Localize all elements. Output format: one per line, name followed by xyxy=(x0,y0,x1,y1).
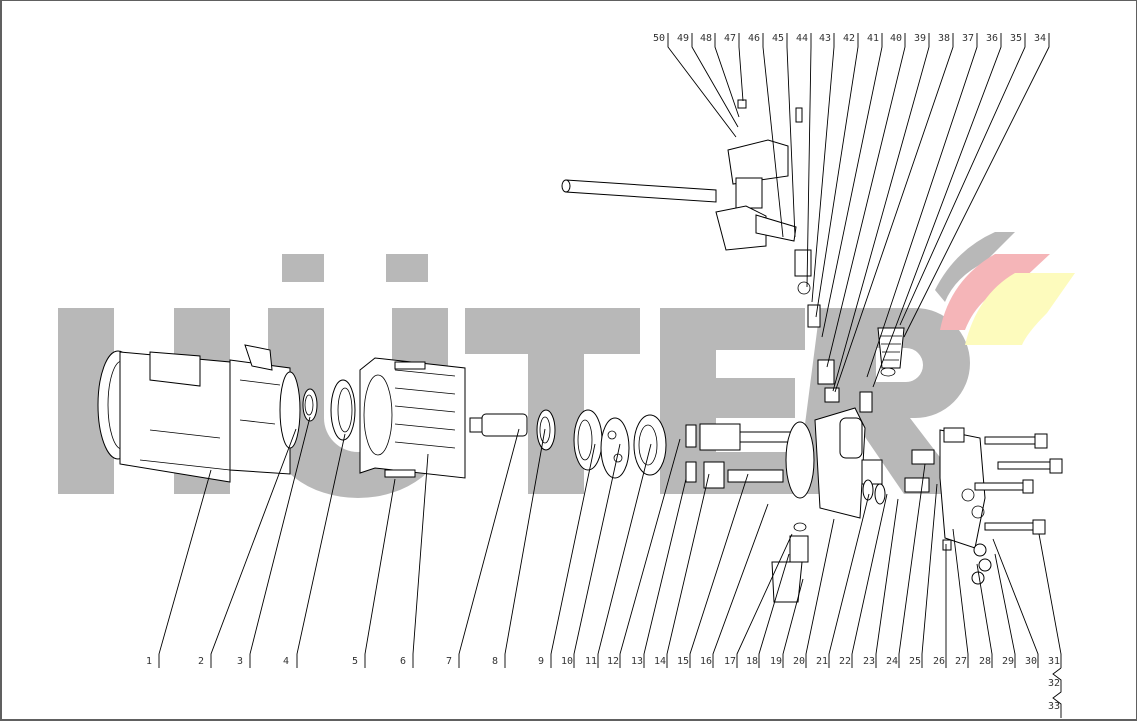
callout-label-27: 27 xyxy=(955,656,968,667)
callout-label-50: 50 xyxy=(653,33,666,44)
callout-label-33: 33 xyxy=(1048,701,1061,712)
callout-label-30: 30 xyxy=(1025,656,1038,667)
callout-label-23: 23 xyxy=(863,656,876,667)
callout-label-18: 18 xyxy=(746,656,759,667)
shaft-7 xyxy=(469,413,528,437)
callout-label-7: 7 xyxy=(446,656,453,667)
callout-label-39: 39 xyxy=(914,33,927,44)
callout-label-47: 47 xyxy=(724,33,737,44)
rod xyxy=(561,179,717,203)
callout-label-37: 37 xyxy=(962,33,975,44)
callout-label-31: 31 xyxy=(1048,656,1061,667)
piston-plate-10 xyxy=(600,417,630,479)
callout-label-5: 5 xyxy=(352,656,359,667)
bearing-8 xyxy=(536,409,556,451)
callout-label-38: 38 xyxy=(938,33,951,44)
callout-label-28: 28 xyxy=(979,656,992,667)
callout-label-40: 40 xyxy=(890,33,903,44)
callout-label-8: 8 xyxy=(492,656,499,667)
callout-label-19: 19 xyxy=(770,656,783,667)
callout-label-9: 9 xyxy=(538,656,545,667)
callout-label-12: 12 xyxy=(607,656,620,667)
inlet-filter xyxy=(771,522,809,603)
callout-label-44: 44 xyxy=(796,33,809,44)
callout-label-29: 29 xyxy=(1002,656,1015,667)
leader-lines-bottom xyxy=(158,416,1062,718)
callout-label-46: 46 xyxy=(748,33,761,44)
callout-label-43: 43 xyxy=(819,33,832,44)
bearing-2 xyxy=(302,388,318,422)
long-bolts xyxy=(974,433,1063,535)
callout-label-22: 22 xyxy=(839,656,852,667)
callout-label-25: 25 xyxy=(909,656,922,667)
manifold-right xyxy=(861,427,992,585)
gear-disc xyxy=(330,379,356,441)
callout-label-13: 13 xyxy=(631,656,644,667)
callout-label-17: 17 xyxy=(724,656,737,667)
callout-label-36: 36 xyxy=(986,33,999,44)
callout-label-45: 45 xyxy=(772,33,785,44)
gearbox-cover xyxy=(359,357,466,479)
callout-label-3: 3 xyxy=(237,656,244,667)
callout-label-21: 21 xyxy=(816,656,829,667)
callout-label-24: 24 xyxy=(886,656,899,667)
pump-head xyxy=(785,407,866,519)
callout-label-49: 49 xyxy=(677,33,690,44)
callout-label-20: 20 xyxy=(793,656,806,667)
callout-label-42: 42 xyxy=(843,33,856,44)
bearing-11 xyxy=(633,414,667,476)
callout-label-1: 1 xyxy=(146,656,153,667)
callout-label-16: 16 xyxy=(700,656,713,667)
swash-plate-9 xyxy=(573,409,603,471)
callout-label-2: 2 xyxy=(198,656,205,667)
callout-label-14: 14 xyxy=(654,656,667,667)
callout-label-4: 4 xyxy=(283,656,290,667)
callout-label-6: 6 xyxy=(400,656,407,667)
callout-label-48: 48 xyxy=(700,33,713,44)
callout-label-26: 26 xyxy=(933,656,946,667)
motor-housing xyxy=(97,344,301,483)
unloader-valve-spring xyxy=(859,327,905,413)
callout-label-32: 32 xyxy=(1048,678,1061,689)
callout-label-41: 41 xyxy=(867,33,880,44)
callout-label-35: 35 xyxy=(1010,33,1023,44)
callout-label-10: 10 xyxy=(561,656,574,667)
callout-label-15: 15 xyxy=(677,656,690,667)
leader-lines-top xyxy=(667,33,1050,393)
switch-bracket xyxy=(715,99,803,251)
callout-label-11: 11 xyxy=(585,656,598,667)
callout-label-34: 34 xyxy=(1034,33,1047,44)
